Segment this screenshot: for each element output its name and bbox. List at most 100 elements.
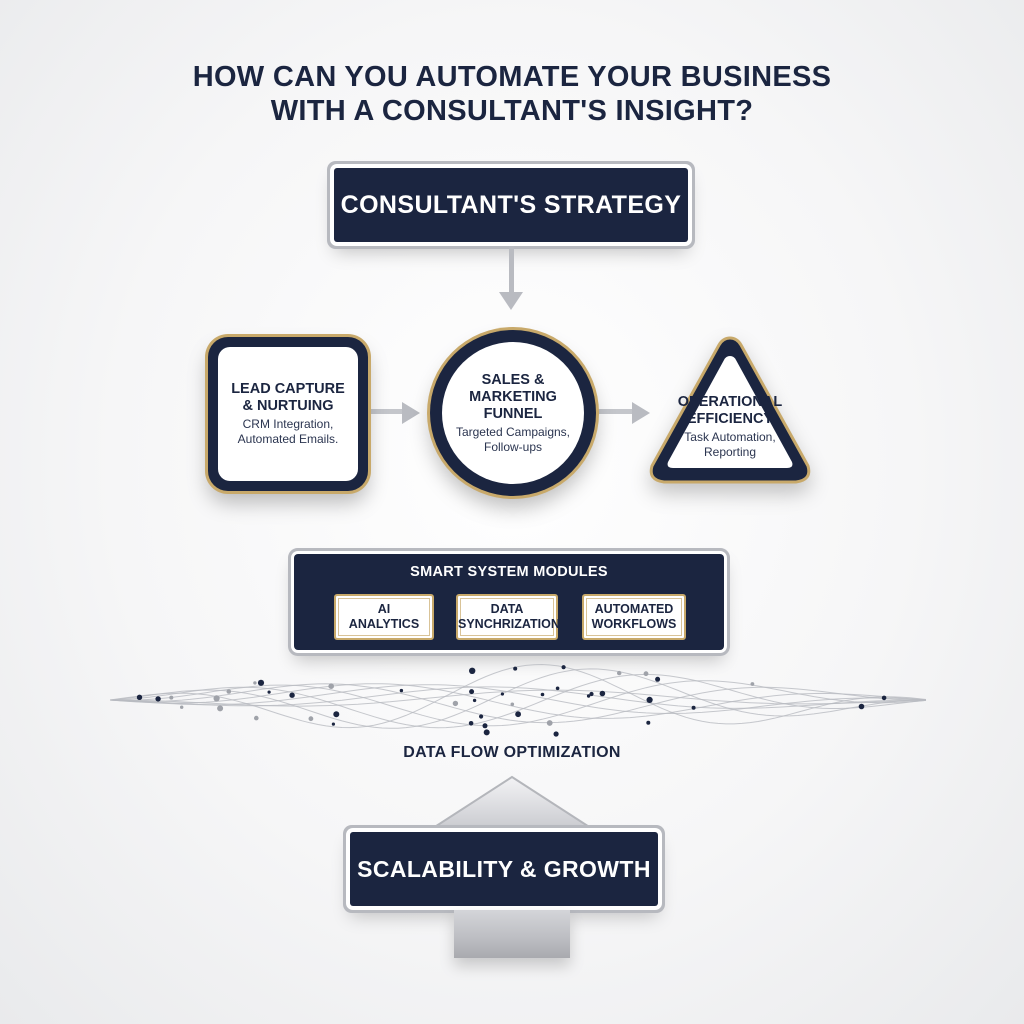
- data-point-dot: [510, 702, 515, 707]
- data-point-dot: [289, 692, 295, 698]
- data-point-dot: [217, 705, 224, 712]
- wave-line: [110, 686, 927, 709]
- data-point-dot: [452, 700, 459, 707]
- stage-title-line: OPERATIONAL: [677, 394, 783, 410]
- arrow-down-icon: [499, 292, 523, 310]
- data-point-dot: [169, 695, 174, 700]
- lead-capture-card: LEAD CAPTURE & NURTUING CRM Integration,…: [218, 347, 358, 481]
- stage-title-line: FUNNEL: [483, 405, 543, 422]
- lead-capture-stage: LEAD CAPTURE & NURTUING CRM Integration,…: [208, 337, 368, 491]
- data-point-dot: [515, 711, 521, 718]
- stage-subtitle-line: Targeted Campaigns,: [455, 424, 571, 439]
- wave-line: [110, 689, 927, 707]
- stage-subtitle: Targeted Campaigns, Follow-ups: [442, 425, 584, 455]
- wave-line: [110, 683, 927, 719]
- data-point-dot: [553, 731, 559, 737]
- title-line-2: WITH A CONSULTANT'S INSIGHT?: [270, 95, 754, 127]
- wave-line: [110, 673, 927, 729]
- wave-line: [110, 683, 926, 724]
- stage-title: SALES & MARKETING FUNNEL: [442, 372, 584, 423]
- connector-line-funnel-efficiency: [598, 409, 634, 414]
- data-point-dot: [750, 682, 755, 686]
- arrow-right-icon: [402, 402, 420, 424]
- data-point-dot: [617, 670, 622, 676]
- data-point-dot: [483, 729, 490, 736]
- modules-title: SMART SYSTEM MODULES: [410, 564, 608, 580]
- page-title: HOW CAN YOU AUTOMATE YOUR BUSINESS WITH …: [0, 60, 1024, 128]
- consultant-strategy-box: CONSULTANT'S STRATEGY: [334, 168, 688, 242]
- data-point-dot: [646, 720, 651, 725]
- stage-subtitle-line: Task Automation,: [684, 430, 776, 444]
- data-point-dot: [213, 695, 220, 702]
- stage-title-line: MARKETING: [469, 388, 557, 405]
- module-label-line: AUTOMATED: [594, 602, 674, 616]
- data-point-dot: [469, 689, 475, 695]
- stage-title-line: SALES &: [481, 371, 545, 388]
- connector-line-lead-funnel: [370, 409, 404, 414]
- stage-title-line: EFFICIENCY: [686, 411, 774, 427]
- data-point-dot: [482, 723, 488, 729]
- data-point-dot: [513, 666, 518, 671]
- data-point-dot: [646, 696, 653, 703]
- data-flow-label: DATA FLOW OPTIMIZATION: [403, 744, 621, 761]
- module-label-line: SYNCHRIZATION: [458, 617, 560, 631]
- data-point-dot: [691, 705, 696, 710]
- data-point-dot: [226, 689, 232, 694]
- data-point-dot: [328, 683, 334, 689]
- data-point-dot: [399, 688, 404, 693]
- operational-efficiency-text: OPERATIONAL EFFICIENCY Task Automation, …: [674, 394, 786, 460]
- data-point-dot: [500, 692, 504, 696]
- stage-subtitle: Task Automation, Reporting: [674, 430, 786, 460]
- data-point-dot: [257, 679, 265, 686]
- data-point-dot: [333, 711, 340, 718]
- data-point-dot: [586, 694, 591, 698]
- data-point-dot: [472, 698, 477, 703]
- data-point-dot: [540, 692, 545, 697]
- stage-title: LEAD CAPTURE & NURTUING: [218, 381, 358, 415]
- pyramid-cap-shape: [426, 775, 598, 831]
- stage-subtitle-line: Reporting: [703, 445, 757, 459]
- data-point-dot: [469, 667, 476, 674]
- data-point-dot: [561, 665, 566, 670]
- module-ai-analytics: AI ANALYTICS: [334, 594, 434, 640]
- data-point-dot: [253, 681, 257, 685]
- stage-subtitle-line: Automated Emails.: [237, 432, 339, 446]
- connector-line-down: [509, 246, 514, 292]
- module-data-synchronization: DATA SYNCHRIZATION: [456, 594, 560, 640]
- title-line-1: HOW CAN YOU AUTOMATE YOUR BUSINESS: [192, 61, 832, 93]
- module-label-line: WORKFLOWS: [591, 617, 677, 631]
- data-point-dot: [308, 716, 314, 722]
- data-point-dot: [599, 690, 606, 697]
- wave-line: [110, 668, 927, 729]
- data-point-dot: [881, 695, 887, 701]
- data-point-dot: [331, 722, 335, 726]
- data-point-dot: [136, 694, 143, 700]
- data-point-dot: [479, 714, 484, 719]
- pedestal-base: [454, 910, 570, 958]
- stage-subtitle: CRM Integration, Automated Emails.: [218, 417, 358, 447]
- operational-efficiency-stage: OPERATIONAL EFFICIENCY Task Automation, …: [644, 332, 816, 490]
- stage-title: OPERATIONAL EFFICIENCY: [674, 394, 786, 428]
- data-point-dot: [655, 676, 661, 682]
- module-label-line: ANALYTICS: [348, 617, 420, 631]
- data-point-dot: [180, 705, 184, 709]
- data-point-dot: [468, 721, 474, 726]
- arrow-right-icon: [632, 402, 650, 424]
- smart-system-modules-panel: SMART SYSTEM MODULES AI ANALYTICS DATA S…: [294, 554, 724, 650]
- stage-title-line: LEAD CAPTURE: [231, 381, 345, 397]
- stage-title-line: & NURTUING: [242, 398, 334, 414]
- wave-line: [110, 663, 927, 729]
- module-label-line: DATA: [490, 602, 524, 616]
- data-flow-wave-graphic: [110, 663, 927, 737]
- data-point-dot: [155, 696, 161, 702]
- stage-subtitle-line: Follow-ups: [483, 439, 543, 454]
- data-point-dot: [643, 671, 649, 677]
- stage-subtitle-line: CRM Integration,: [242, 417, 334, 431]
- data-point-dot: [555, 686, 560, 691]
- module-automated-workflows: AUTOMATED WORKFLOWS: [582, 594, 686, 640]
- data-point-dot: [267, 690, 271, 694]
- scalability-growth-box: SCALABILITY & GROWTH: [350, 832, 658, 906]
- module-label-line: AI: [377, 602, 391, 616]
- data-point-dot: [589, 691, 594, 697]
- sales-marketing-funnel-stage: SALES & MARKETING FUNNEL Targeted Campai…: [430, 330, 596, 496]
